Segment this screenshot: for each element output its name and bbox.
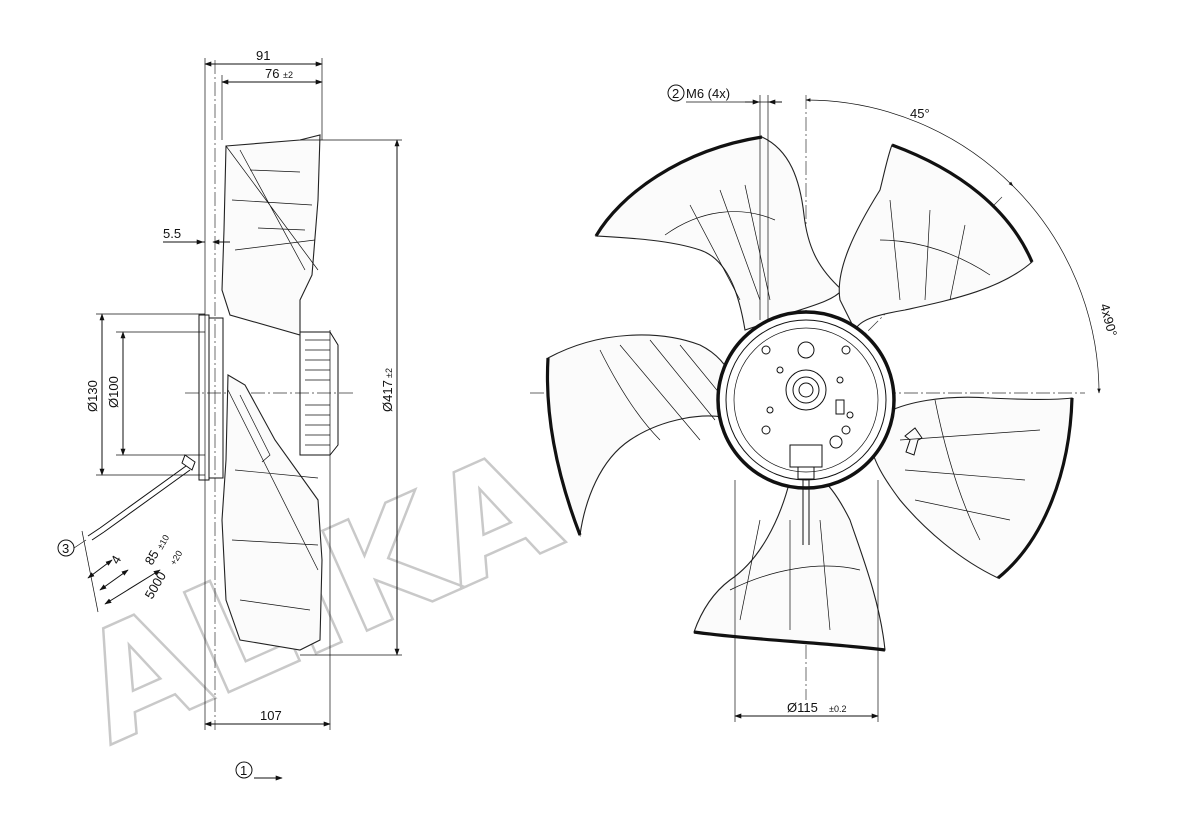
rotor-housing bbox=[299, 331, 339, 456]
shaft bbox=[798, 382, 814, 398]
blade-4 bbox=[693, 477, 886, 651]
cable-gland bbox=[789, 444, 823, 545]
angle-arc-45 bbox=[805, 98, 1014, 187]
dim-base-depth: 107 bbox=[260, 708, 282, 723]
rotation-arrow-icon bbox=[904, 427, 923, 456]
callout-1-circle bbox=[235, 761, 253, 779]
dim-thread: M6 (4x) bbox=[686, 86, 730, 101]
dim-cable-end: 85 bbox=[142, 547, 162, 567]
rotor-fins bbox=[305, 339, 330, 446]
angle-arc-90 bbox=[1012, 185, 1101, 394]
front-view: 2 M6 (4x) 45° 4x90° Ø115 ±0.2 bbox=[530, 84, 1120, 722]
fan-blades bbox=[545, 135, 1074, 652]
dim-angle-first: 45° bbox=[910, 106, 930, 121]
dim-bolt-circle: Ø115 bbox=[787, 700, 818, 715]
dim-overall-depth: 91 bbox=[256, 48, 270, 63]
blade-5 bbox=[546, 334, 736, 538]
callout-1-label: 1 bbox=[240, 763, 247, 778]
dim-flange: 5.5 bbox=[163, 226, 181, 241]
dim-cable-strip: 4 bbox=[108, 553, 125, 567]
side-blade-upper bbox=[221, 134, 321, 336]
dim-hub-inner: Ø100 bbox=[106, 376, 121, 408]
callout-3-label: 3 bbox=[62, 541, 69, 556]
side-view: 91 76 ±2 5.5 Ø130 Ø100 Ø417 ±2 107 4 85 … bbox=[57, 48, 402, 781]
side-blade-lower bbox=[221, 374, 323, 651]
shaft-boss bbox=[785, 369, 827, 411]
hub-inner-ring bbox=[725, 319, 887, 481]
dim-hub-outer: Ø130 bbox=[85, 380, 100, 412]
dim-cable-end-tol: ±10 bbox=[155, 533, 171, 551]
dim-angle-pattern: 4x90° bbox=[1097, 302, 1120, 338]
blade-3 bbox=[869, 396, 1073, 579]
mounting-holes bbox=[761, 341, 854, 449]
dim-fan-diameter: Ø417 bbox=[380, 380, 395, 412]
blade-2 bbox=[838, 144, 1033, 332]
dim-blade-depth: 76 bbox=[265, 66, 279, 81]
dim-blade-depth-tol: ±2 bbox=[283, 70, 293, 80]
callout-2-label: 2 bbox=[672, 86, 679, 101]
blade-1 bbox=[595, 136, 843, 331]
dim-bolt-circle-tol: ±0.2 bbox=[829, 704, 846, 714]
motor-body bbox=[208, 317, 224, 479]
hub-outer-ring bbox=[716, 310, 896, 490]
dim-fan-diameter-tol: ±2 bbox=[384, 368, 394, 378]
callout-2-circle bbox=[667, 84, 685, 102]
